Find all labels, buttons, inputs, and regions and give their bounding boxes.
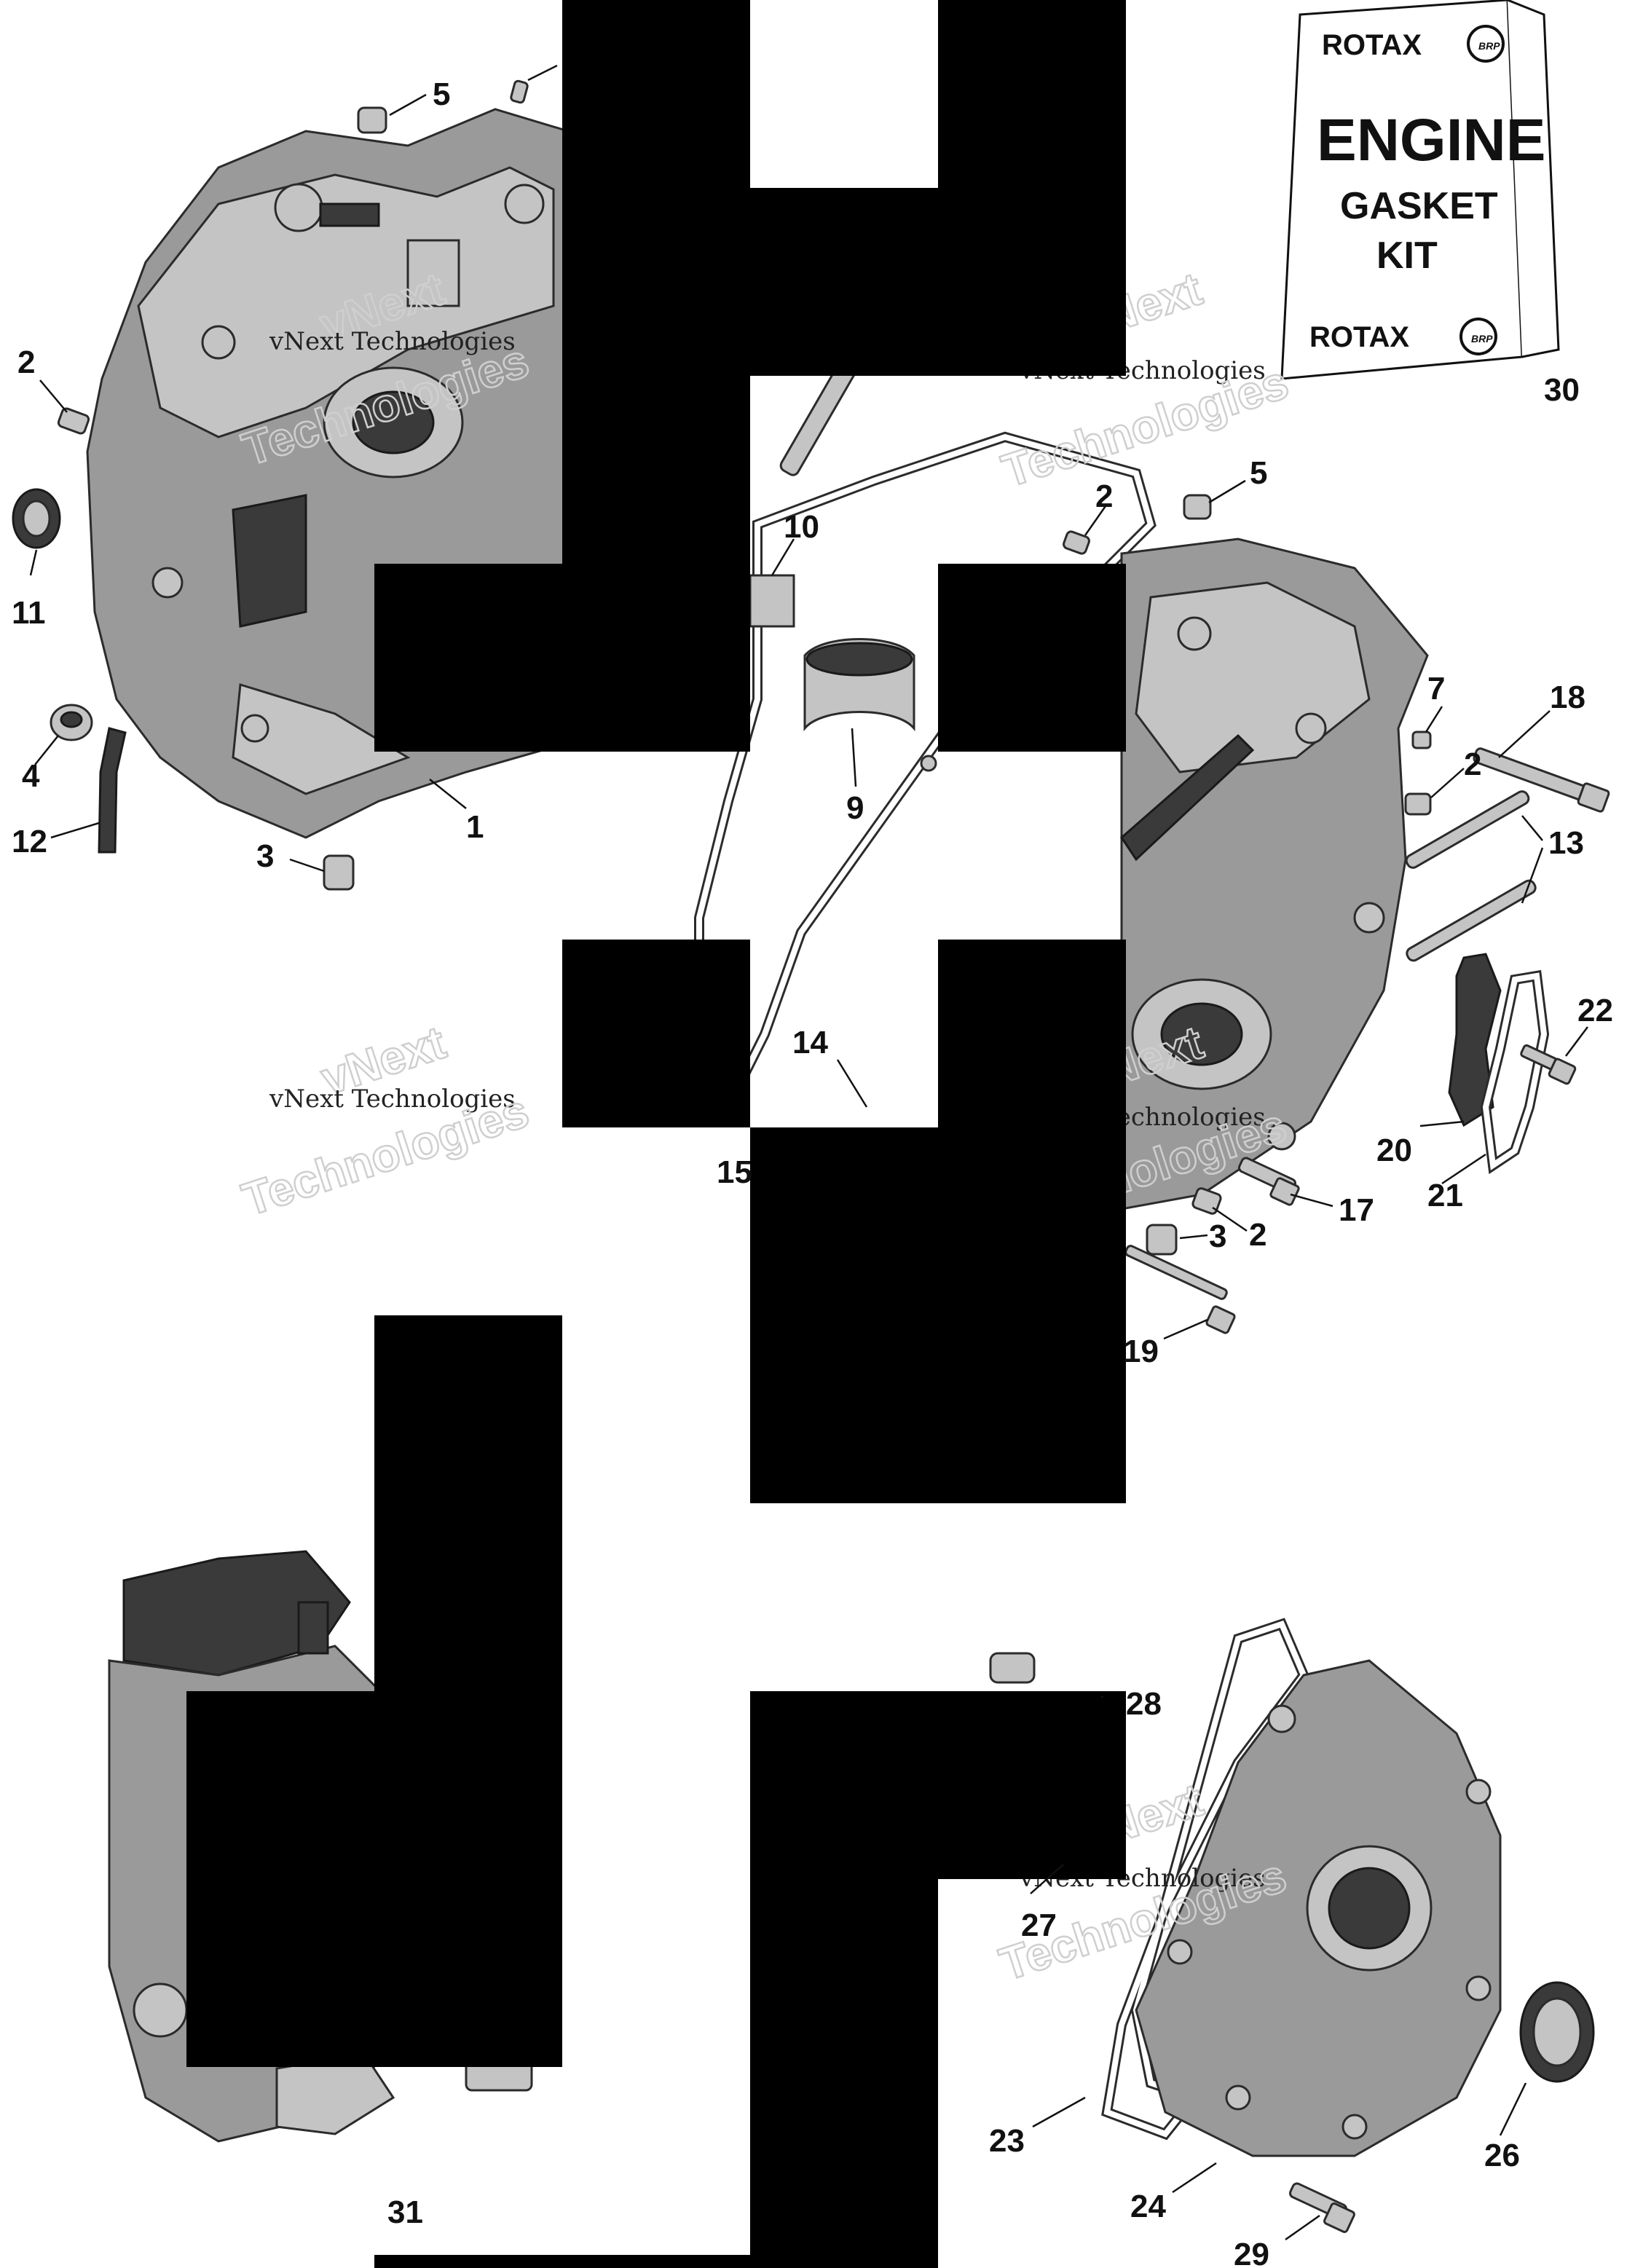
bolt-29 (1288, 2182, 1355, 2233)
redaction-block (374, 1315, 562, 1691)
dowel-pin-upper-left (57, 407, 90, 435)
sleeve-5-right (1183, 494, 1212, 520)
engine-cover-24 (1135, 1659, 1502, 2157)
sleeve-5-top (357, 106, 387, 134)
bushing-28 (989, 1652, 1036, 1684)
redaction-block (938, 0, 1126, 188)
watermark-text: vNext Technologies (269, 327, 516, 356)
redaction-block (938, 564, 1126, 752)
dowel-pin-right-upper (1063, 530, 1090, 555)
kit-logo-bottom: BRP (1471, 333, 1493, 344)
callout-23: 23 (989, 2123, 1025, 2159)
main-bearing-9 (803, 638, 915, 732)
callout-22: 22 (1577, 993, 1613, 1028)
callout-19: 19 (1123, 1334, 1159, 1369)
kit-title: ENGINE (1317, 107, 1545, 173)
kit-line2: GASKET (1340, 185, 1498, 227)
callout-12: 12 (12, 824, 47, 859)
watermark-middle-left: vNext vNext Technologies Technologies (235, 1015, 536, 1226)
callout-15: 15 (717, 1154, 752, 1190)
dowel-pin-top (510, 79, 529, 104)
callout-29: 29 (1234, 2237, 1269, 2268)
leader-lines (29, 64, 1588, 2241)
kit-brand-bottom: ROTAX (1309, 321, 1409, 353)
callout-1: 1 (466, 809, 484, 845)
callout-3: 3 (256, 838, 274, 874)
crankcase-right-half (1120, 538, 1429, 1210)
callout-27: 27 (1021, 1907, 1057, 1943)
callout-11: 11 (12, 595, 46, 631)
stud-13-upper (1405, 790, 1530, 869)
callout-10: 10 (784, 509, 819, 545)
callout-14: 14 (792, 1025, 828, 1060)
bushing-4 (50, 704, 93, 741)
callout-17: 17 (1339, 1192, 1374, 1228)
redaction-block (562, 0, 750, 188)
oil-seal-11 (12, 488, 61, 549)
callout-2: 2 (1249, 1217, 1266, 1253)
callout-5: 5 (433, 76, 450, 112)
redaction-block (562, 940, 750, 1127)
callout-2: 2 (17, 344, 35, 380)
callout-20: 20 (1376, 1133, 1412, 1168)
redaction-blocks (186, 0, 1126, 2268)
bolt-19 (1124, 1245, 1236, 1334)
callout-18: 18 (1550, 680, 1585, 715)
bolt-18 (1473, 747, 1610, 813)
bushing-3-left (323, 854, 355, 891)
callout-30: 30 (1544, 372, 1580, 408)
redaction-block (374, 564, 750, 752)
oil-seal-26 (1519, 1981, 1595, 2083)
redaction-block (562, 376, 750, 564)
bushing-3-right (1146, 1224, 1178, 1256)
redaction-block (562, 188, 1126, 376)
main-bearing-10 (749, 574, 795, 628)
callout-21: 21 (1427, 1178, 1463, 1213)
callout-4: 4 (22, 758, 40, 794)
callout-24: 24 (1130, 2189, 1166, 2224)
bolt-17 (1237, 1157, 1300, 1206)
callout-9: 9 (846, 790, 864, 826)
crankcase-gasket (694, 431, 1157, 1104)
stud-upper-center (779, 361, 856, 476)
stud-13-lower (1406, 879, 1537, 962)
callout-2: 2 (1464, 747, 1481, 782)
callout-5: 5 (1250, 455, 1267, 491)
redaction-block (938, 940, 1126, 1127)
cover-gasket-23 (1101, 1618, 1310, 2141)
callout-labels: 1 2 2 2 2 3 3 4 5 5 7 9 10 11 12 13 14 1… (12, 76, 1613, 2268)
redaction-block (750, 1879, 938, 2268)
kit-brand-top: ROTAX (1322, 29, 1422, 61)
callout-3: 3 (1209, 1218, 1226, 1254)
callout-13: 13 (1548, 825, 1584, 861)
callout-31: 31 (387, 2194, 423, 2230)
kit-logo-top: BRP (1478, 40, 1500, 52)
redaction-block (750, 1127, 1126, 1503)
callout-28: 28 (1126, 1686, 1162, 1722)
cover-21 (1480, 969, 1550, 1175)
callout-26: 26 (1484, 2138, 1520, 2173)
redaction-block (374, 2255, 750, 2268)
hose-12 (98, 727, 127, 854)
kit-line3: KIT (1376, 235, 1438, 277)
dowel-pin-right-mid (1404, 792, 1432, 816)
bolt-22 (1520, 1044, 1577, 1085)
redaction-block (750, 1691, 1126, 1879)
callout-7: 7 (1427, 671, 1445, 706)
crankcase-left-half (86, 108, 570, 839)
engine-gasket-kit: ROTAX BRP ENGINE GASKET KIT ROTAX BRP (1280, 0, 1560, 380)
callout-2: 2 (1095, 479, 1113, 514)
dowel-7 (1411, 731, 1432, 749)
redaction-block (186, 1691, 562, 2067)
small-dowel-center (920, 755, 937, 772)
watermark-text: vNext Technologies (269, 1084, 516, 1114)
